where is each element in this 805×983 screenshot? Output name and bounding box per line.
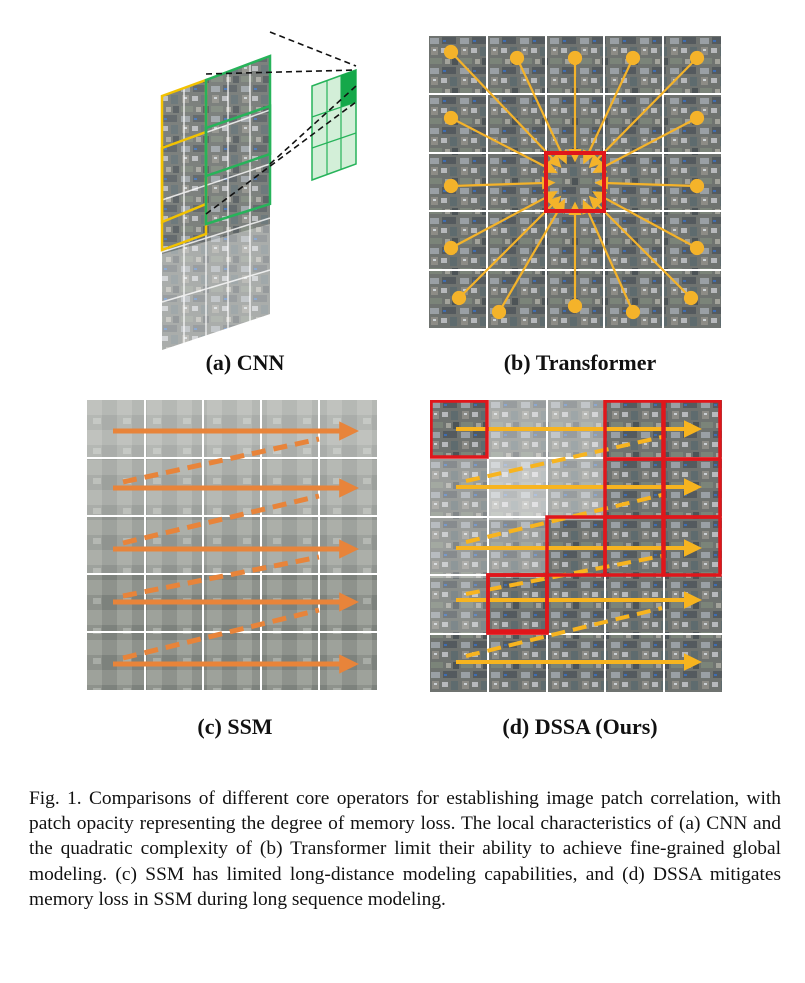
dssa-selected-patches [430, 400, 722, 635]
arrowhead [683, 653, 702, 671]
token-dot [689, 178, 705, 194]
attention-link [589, 57, 698, 168]
arrowhead [683, 478, 702, 496]
transformer-attention-links [443, 44, 705, 320]
token-dot [567, 50, 583, 66]
arrowhead [683, 591, 702, 609]
scan-return-arrow [122, 436, 320, 485]
token-dot [451, 290, 467, 306]
panel-transformer-label: (b) Transformer [503, 350, 657, 375]
arrowhead [339, 539, 359, 559]
arrowhead [339, 592, 359, 612]
panel-dssa [430, 400, 722, 692]
cnn-receptive-field-green [204, 54, 272, 226]
scan-return-arrow [122, 493, 320, 546]
token-dot [443, 240, 459, 256]
panel-ssm [87, 400, 377, 690]
arrowhead [547, 195, 562, 210]
token-dot [683, 290, 699, 306]
arrowhead [588, 153, 603, 169]
attention-link [458, 196, 561, 299]
token-dot [443, 44, 459, 60]
attention-link [516, 57, 567, 163]
token-dot [689, 110, 705, 126]
attention-link [583, 57, 634, 163]
attention-link [589, 196, 692, 299]
scan-return-arrow [122, 554, 320, 599]
attention-link [450, 181, 554, 188]
attention-link [596, 181, 698, 188]
cnn-image-plane [162, 56, 270, 350]
cnn-projection-lines [205, 31, 357, 215]
scan-return-arrow [122, 607, 320, 661]
token-dot [625, 304, 641, 320]
panel-cnn-label: (a) CNN [205, 350, 285, 375]
arrowhead [683, 539, 702, 557]
ssm-diagram [87, 400, 377, 690]
arrowhead [339, 654, 359, 674]
ssm-scan-arrows [113, 421, 359, 674]
attention-link [450, 51, 561, 167]
arrowhead [339, 478, 359, 498]
arrowhead [683, 420, 702, 438]
transformer-query-patch [544, 151, 606, 213]
cnn-kernel-output-cell [341, 70, 356, 107]
panel-transformer [429, 36, 721, 328]
attention-link [450, 191, 557, 249]
panel-cnn [150, 24, 390, 354]
arrowhead [588, 195, 603, 210]
attention-link [582, 201, 635, 313]
scan-return-arrow [465, 435, 663, 483]
figure-caption: Fig. 1. Comparisons of different core op… [29, 788, 781, 910]
token-dot [689, 240, 705, 256]
cnn-diagram [160, 31, 357, 350]
panel-dssa-label: (d) DSSA (Ours) [502, 714, 658, 739]
attention-link [593, 117, 698, 173]
token-dot [443, 110, 459, 126]
arrowhead [547, 153, 562, 168]
scan-return-arrow [465, 606, 663, 658]
ssm-image [87, 400, 377, 690]
transformer-diagram [429, 36, 721, 328]
panel-ssm-label: (c) SSM [197, 714, 273, 739]
attention-link [450, 117, 556, 173]
arrowhead [339, 421, 359, 441]
token-dot [567, 298, 583, 314]
dssa-diagram [430, 400, 722, 692]
token-dot [509, 50, 525, 66]
token-dot [625, 50, 641, 66]
attention-link [498, 200, 565, 313]
token-dot [689, 50, 705, 66]
attention-link [593, 191, 698, 249]
token-dot [443, 178, 459, 194]
token-dot [491, 304, 507, 320]
